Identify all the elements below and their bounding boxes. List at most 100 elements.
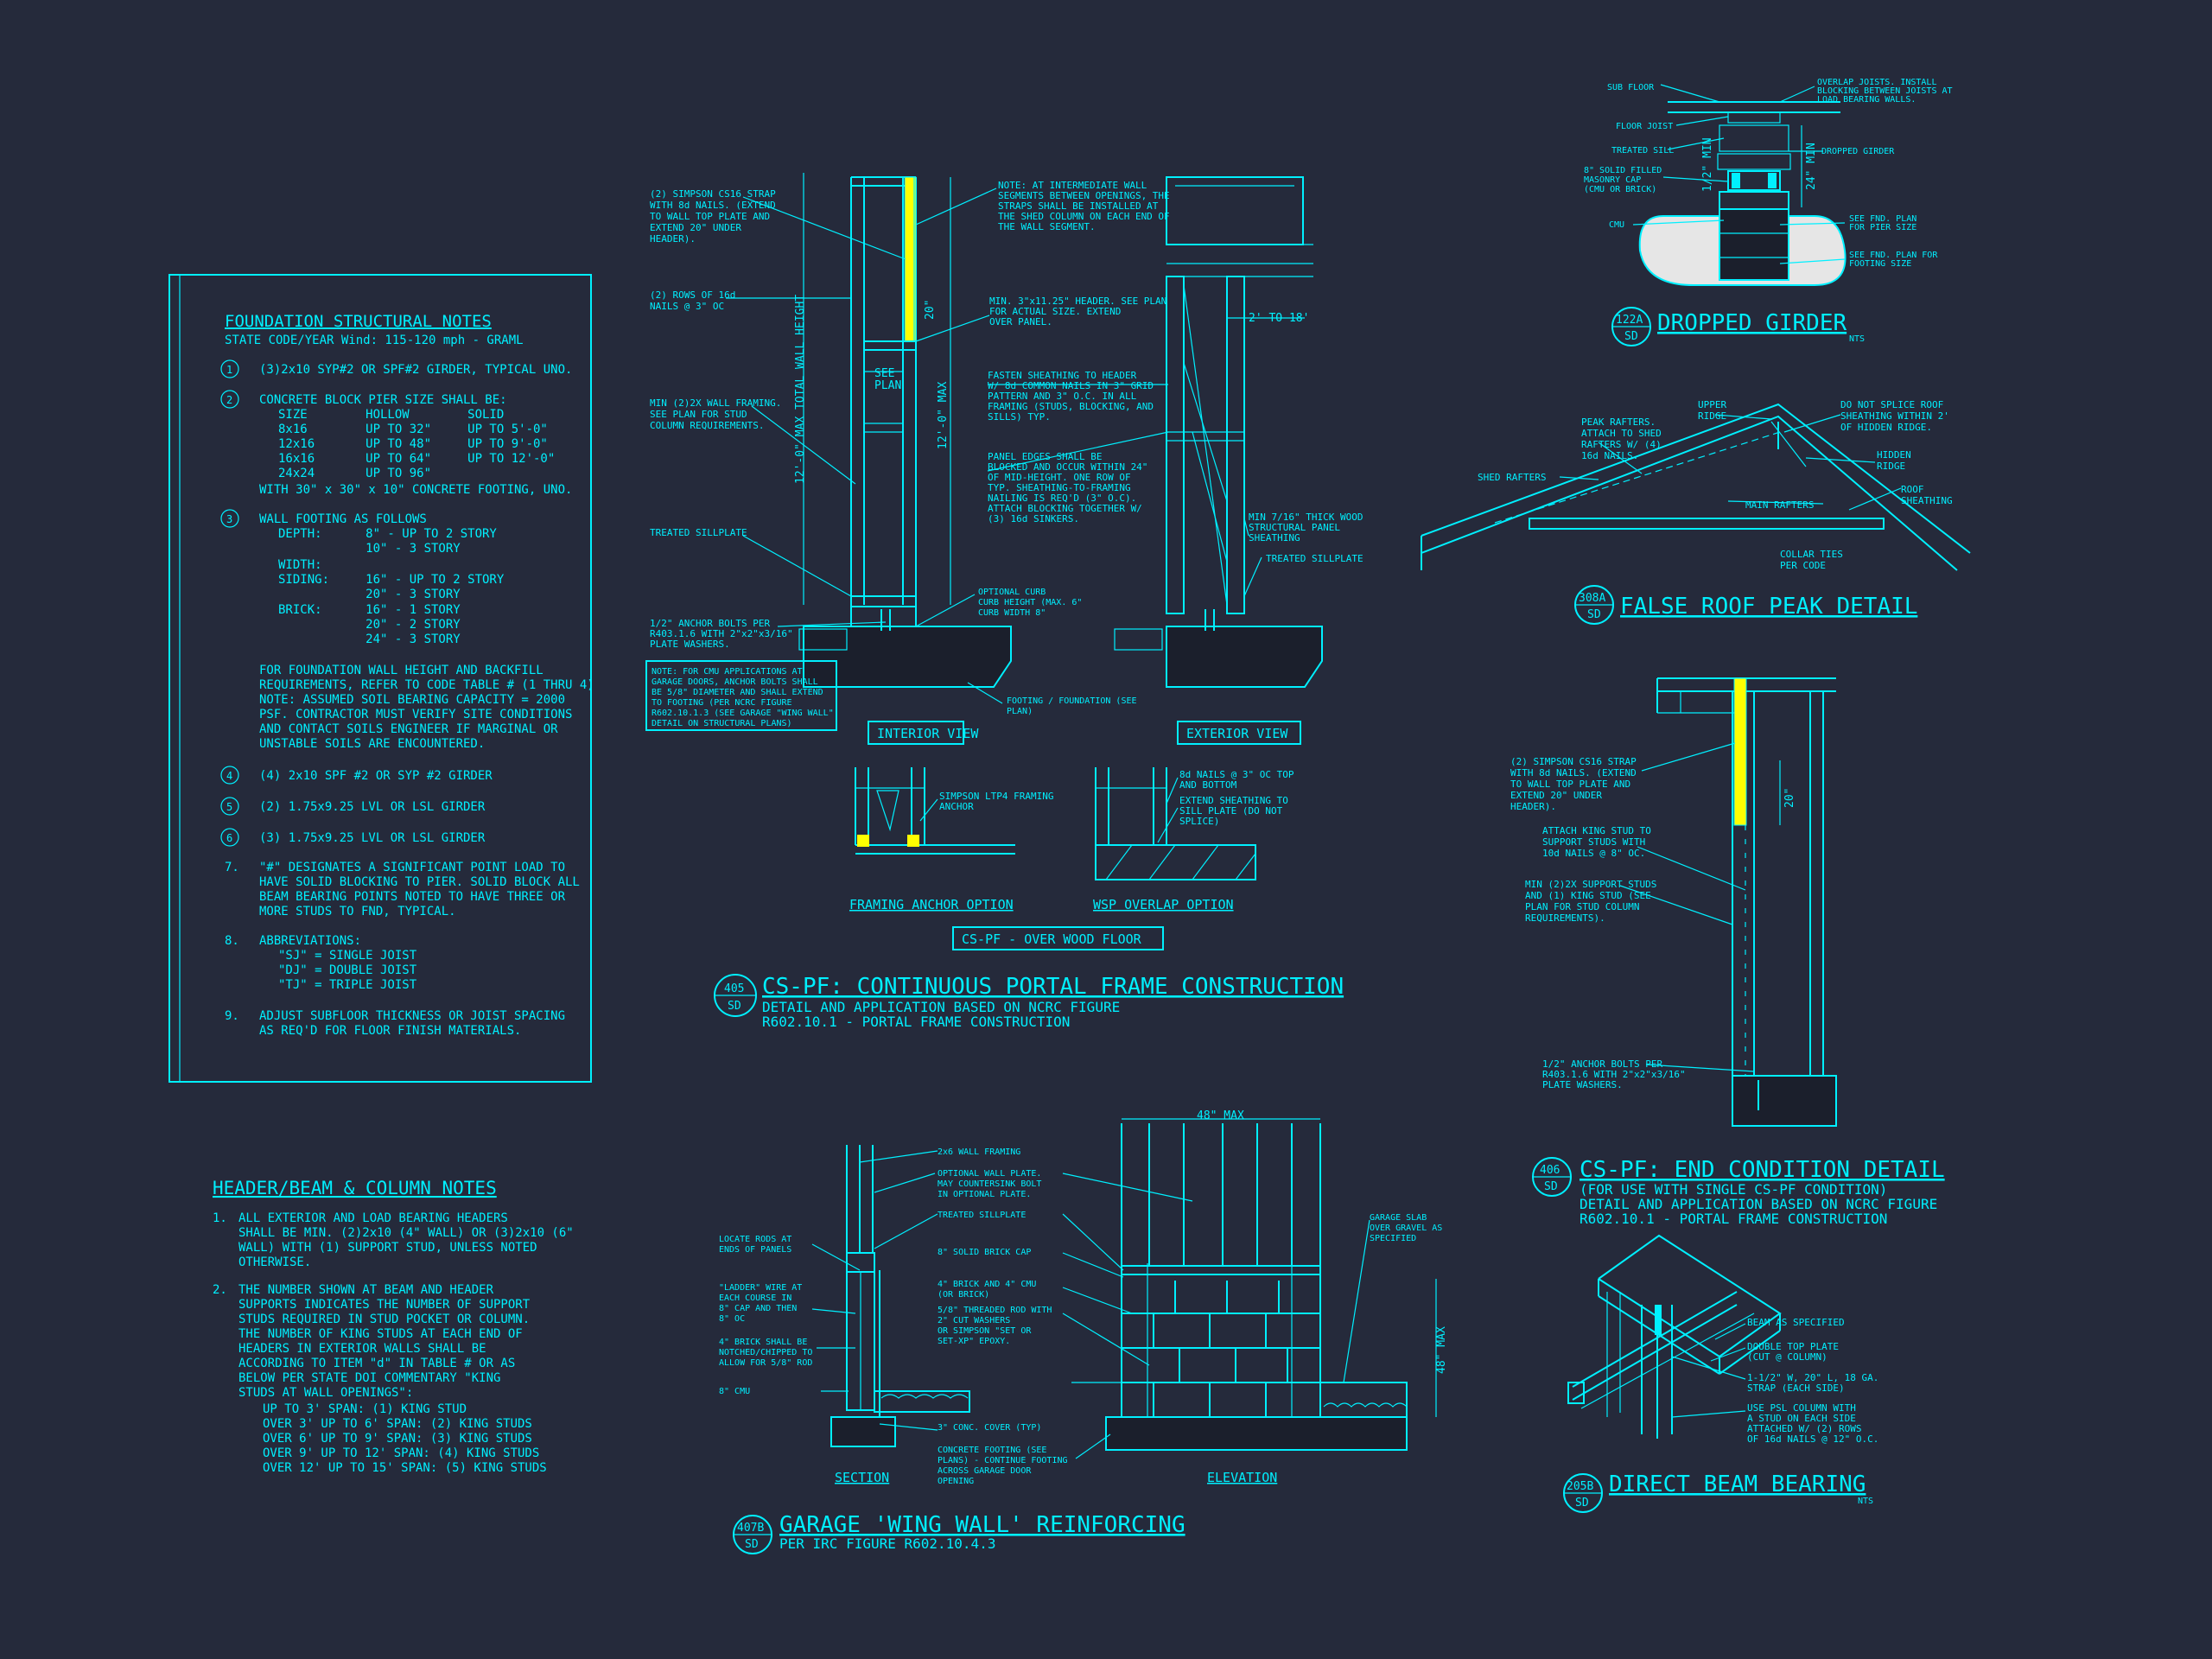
garage-label-right: OVER GRAVEL AS [1370,1224,1442,1233]
portal-note-cmu: TO FOOTING (PER NCRC FIGURE [652,698,792,708]
foundation-note-line: PSF. CONTRACTOR MUST VERIFY SITE CONDITI… [259,708,572,721]
end-note-anchor: 1/2" ANCHOR BOLTS PER [1542,1058,1662,1070]
portal-note-fasten: FRAMING (STUDS, BLOCKING, AND [988,401,1154,412]
foundation-note-line: FOR FOUNDATION WALL HEIGHT AND BACKFILL [259,664,543,677]
portal-note-cmu: BE 5/8" DIAMETER AND SHALL EXTEND [652,688,823,697]
garage-label-mid: 2" CUT WASHERS [938,1316,1010,1325]
foundation-notes-lines: (3)2x10 SYP#2 OR SPF#2 GIRDER, TYPICAL U… [220,359,594,1038]
portal-note-intermediate: NOTE: AT INTERMEDIATE WALL [998,180,1147,191]
foundation-note-line: "#" DESIGNATES A SIGNIFICANT POINT LOAD … [259,861,565,874]
roof-label: PEAK RAFTERS. [1581,416,1656,428]
portal-note-cmu: DETAIL ON STRUCTURAL PLANS) [652,719,792,728]
note-number-circle [220,390,239,409]
garage-label-mid: PLANS) - CONTINUE FOOTING [938,1456,1068,1465]
header-notes-lines: ALL EXTERIOR AND LOAD BEARING HEADERSSHA… [213,1211,574,1475]
foundation-note-number: 7. [225,861,239,874]
interior-view-drawing [798,173,1012,688]
foundation-notes-subtitle: STATE CODE/YEAR Wind: 115-120 mph - GRAM… [225,334,524,347]
end-title: CS-PF: END CONDITION DETAIL [1580,1157,1945,1183]
header-note-line: ACCORDING TO ITEM "d" IN TABLE # OR AS [238,1357,515,1370]
note-number-circle [220,766,239,785]
portal-note-min-framing: MIN (2)2X WALL FRAMING. [650,397,781,409]
framing-anchor-option-label: FRAMING ANCHOR OPTION [849,897,1014,912]
foundation-note-line: AS REQ'D FOR FLOOR FINISH MATERIALS. [259,1024,521,1038]
interior-view-label: INTERIOR VIEW [877,726,979,741]
end-note-strap: (2) SIMPSON CS16 STRAP [1510,756,1637,767]
header-note-line: SUPPORTS INDICATES THE NUMBER OF SUPPORT [238,1298,531,1312]
note-number-circle [220,359,239,378]
portal-note-8d: 8d NAILS @ 3" OC TOP [1179,769,1294,780]
foundation-note-line: UNSTABLE SOILS ARE ENCOUNTERED. [259,737,485,751]
end-note-min: REQUIREMENTS). [1525,912,1605,924]
foundation-note-number: 9. [225,1009,239,1023]
end-tag-bot: SD [1544,1180,1558,1193]
end-note-min: PLAN FOR STUD COLUMN [1525,901,1639,912]
portal-note-strap: HEADER). [650,233,696,245]
roof-outline [1421,415,1958,571]
garage-elevation-label: ELEVATION [1207,1470,1277,1485]
garage-label-mid: SET-XP" EPOXY. [938,1337,1010,1346]
portal-note-anchor: 1/2" ANCHOR BOLTS PER [650,618,770,629]
portal-note-sheathing: MIN 7/16" THICK WOOD [1249,512,1363,523]
portal-note-panel: BLOCKED AND OCCUR WITHIN 24" [988,461,1147,473]
girder-label-right: SEE FND. PLAN [1849,214,1916,224]
foundation-note-line: 12x16 UP TO 48" UP TO 9'-0" [278,437,548,451]
girder-label-right: LOAD BEARING WALLS. [1817,95,1916,105]
roof-tag-bot: SD [1587,608,1601,621]
end-note-min: AND (1) KING STUD (SEE [1525,890,1651,901]
girder-label: MASONRY CAP [1584,175,1641,185]
dim-total-wall-height: 12'-0" MAX TOTAL WALL HEIGHT [794,295,807,484]
portal-note-ltp4: ANCHOR [939,801,974,812]
portal-note-sheathing: STRUCTURAL PANEL [1249,522,1340,533]
beam-title: DIRECT BEAM BEARING [1609,1471,1866,1497]
header-note-number: 2. [213,1283,227,1297]
header-note-line: ALL EXTERIOR AND LOAD BEARING HEADERS [238,1211,508,1225]
garage-sub: PER IRC FIGURE R602.10.4.3 [779,1535,995,1552]
garage-label-mid: CONCRETE FOOTING (SEE [938,1446,1046,1455]
footing-interior [803,626,1012,688]
portal-note-strap: (2) SIMPSON CS16 STRAP [650,188,776,200]
garage-label-left: 8" CAP AND THEN [719,1304,797,1313]
girder-label-right: SEE FND. PLAN FOR [1849,251,1938,260]
roof-label: COLLAR TIES [1780,549,1843,560]
end-sub1: (FOR USE WITH SINGLE CS-PF CONDITION) [1580,1181,1887,1198]
roof-label: ROOF [1901,484,1924,495]
portal-sub1: DETAIL AND APPLICATION BASED ON NCRC FIG… [762,999,1120,1015]
end-sub3: R602.10.1 - PORTAL FRAME CONSTRUCTION [1580,1211,1887,1227]
portal-title: CS-PF: CONTINUOUS PORTAL FRAME CONSTRUCT… [762,974,1344,1000]
garage-brick-wall [1121,1274,1321,1418]
wsp-overlap-option-drawing [1095,767,1256,880]
girder-dim-b: 1/2" MIN [1701,137,1714,192]
header-note-line: BELOW PER STATE DOI COMMENTARY "KING [238,1371,500,1385]
girder-label: CMU [1609,220,1624,230]
brick-hatch-exterior [1114,628,1163,651]
header-note-line: UP TO 3' SPAN: (1) KING STUD [263,1402,467,1416]
garage-label-mid: OR SIMPSON "SET OR [938,1326,1032,1336]
header-note-line: OVER 3' UP TO 6' SPAN: (2) KING STUDS [263,1417,532,1431]
beam-label: (CUT @ COLUMN) [1747,1351,1827,1363]
portal-note-extend: SILL PLATE (DO NOT [1179,805,1283,817]
end-note-anchor: PLATE WASHERS. [1542,1079,1623,1090]
girder-label: FLOOR JOIST [1616,122,1673,131]
roof-label: MAIN RAFTERS [1745,499,1814,511]
portal-note-footing: FOOTING / FOUNDATION (SEE [1007,696,1137,706]
foundation-note-line: REQUIREMENTS, REFER TO CODE TABLE # (1 T… [259,678,594,692]
roof-label: PER CODE [1780,560,1826,571]
girder-dim-a: 24" MIN [1805,143,1818,190]
foundation-note-line: 24" - 3 STORY [278,632,461,646]
beam-tag-bot: SD [1575,1497,1589,1510]
foundation-note-line: (3) 1.75x9.25 LVL OR LSL GIRDER [259,831,486,845]
portal-note-curb: CURB HEIGHT (MAX. 6" [978,598,1082,607]
roof-label: RIDGE [1698,410,1726,422]
garage-label-mid: OPENING [938,1477,974,1486]
garage-footing [1105,1416,1408,1451]
roof-label: HIDDEN [1877,449,1911,461]
header-note-number: 1. [213,1211,227,1225]
header-note-line: STUDS AT WALL OPENINGS": [238,1386,413,1400]
portal-tag-bot: SD [728,1000,741,1013]
header-note-line: OTHERWISE. [238,1255,311,1269]
